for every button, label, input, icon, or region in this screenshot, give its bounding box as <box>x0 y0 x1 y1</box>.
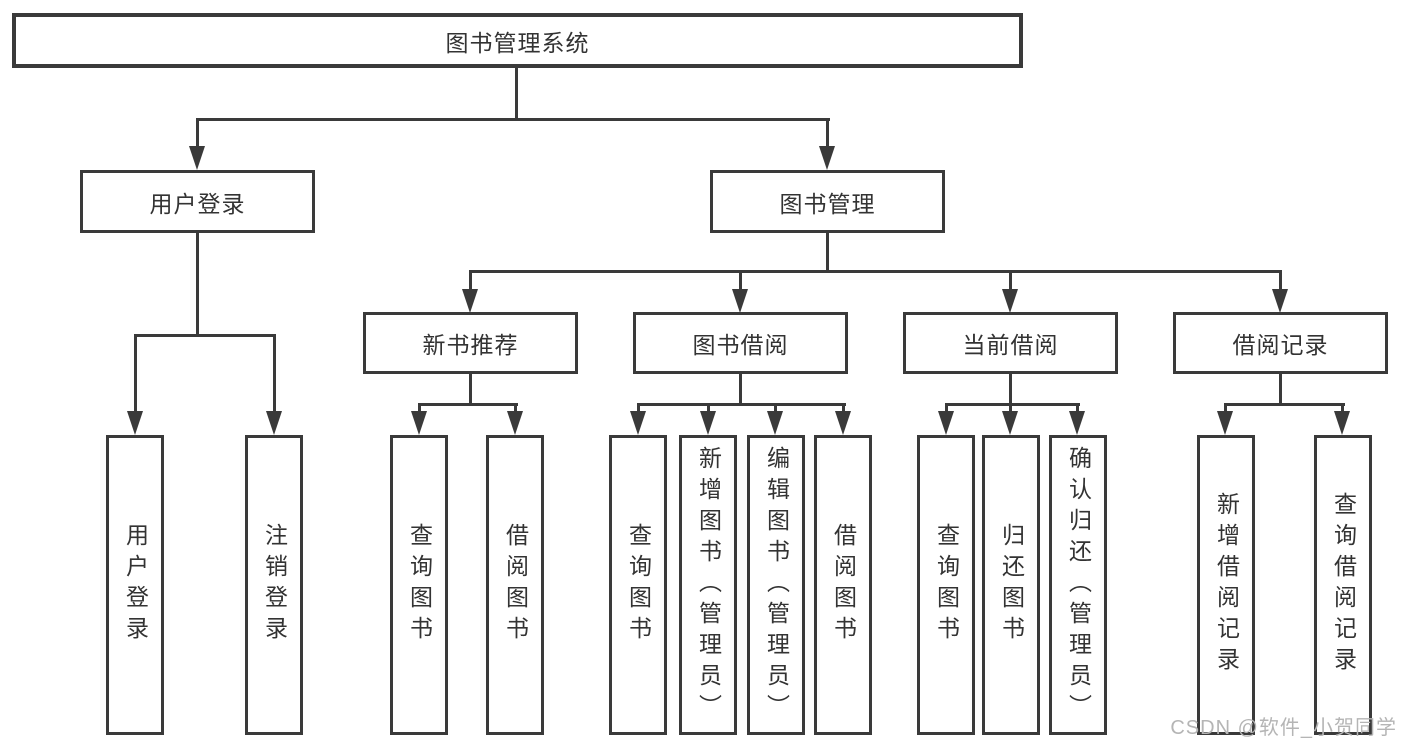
arrow-down-icon <box>835 411 851 435</box>
arrow-down-icon <box>819 146 835 170</box>
connector-to-leaf <box>514 403 517 413</box>
connector-root-stem <box>515 68 518 121</box>
connector-br-stem <box>1279 374 1282 406</box>
leaf-logout: 注销登录 <box>245 435 303 735</box>
connector-to-l3 <box>1279 270 1282 291</box>
arrow-down-icon <box>1272 289 1288 313</box>
connector-to-l3 <box>1009 270 1012 291</box>
connector-to-leaf <box>418 403 421 413</box>
connector-to-leaf <box>1224 403 1227 413</box>
connector-book-mgmt-split <box>469 270 1282 273</box>
connector-to-leaf <box>1076 403 1079 413</box>
connector-nbr-split <box>418 403 518 406</box>
arrow-down-icon <box>700 411 716 435</box>
arrow-down-icon <box>411 411 427 435</box>
leaf-add-book-admin: 新增图书（管理员） <box>679 435 737 735</box>
connector-to-book-mgmt <box>826 118 829 148</box>
node-current-borrow: 当前借阅 <box>903 312 1118 374</box>
node-root: 图书管理系统 <box>12 13 1023 68</box>
connector-to-leaf <box>945 403 948 413</box>
arrow-down-icon <box>1334 411 1350 435</box>
connector-to-leaf <box>842 403 845 413</box>
leaf-borrow-books: 借阅图书 <box>486 435 544 735</box>
connector-root-split <box>196 118 830 121</box>
connector-to-user-login <box>196 118 199 148</box>
connector-cb-split <box>945 403 1080 406</box>
arrow-down-icon <box>1217 411 1233 435</box>
leaf-borrow-books: 借阅图书 <box>814 435 872 735</box>
leaf-query-borrow-record: 查询借阅记录 <box>1314 435 1372 735</box>
arrow-down-icon <box>1002 289 1018 313</box>
connector-to-leaf <box>707 403 710 413</box>
leaf-query-books: 查询图书 <box>390 435 448 735</box>
connector-to-leaf <box>1009 403 1012 413</box>
arrow-down-icon <box>127 411 143 435</box>
connector-to-leaf <box>774 403 777 413</box>
arrow-down-icon <box>507 411 523 435</box>
connector-nbr-stem <box>469 374 472 406</box>
leaf-edit-book-admin: 编辑图书（管理员） <box>747 435 805 735</box>
arrow-down-icon <box>938 411 954 435</box>
connector-book-mgmt-stem <box>826 233 829 273</box>
arrow-down-icon <box>266 411 282 435</box>
leaf-add-borrow-record: 新增借阅记录 <box>1197 435 1255 735</box>
leaf-return-books: 归还图书 <box>982 435 1040 735</box>
connector-to-leaf <box>1341 403 1344 413</box>
connector-br-split <box>1224 403 1345 406</box>
arrow-down-icon <box>767 411 783 435</box>
leaf-query-books: 查询图书 <box>917 435 975 735</box>
connector-to-leaf <box>134 334 137 413</box>
arrow-down-icon <box>1069 411 1085 435</box>
node-user-login: 用户登录 <box>80 170 315 233</box>
leaf-query-books: 查询图书 <box>609 435 667 735</box>
node-book-management: 图书管理 <box>710 170 945 233</box>
leaf-confirm-return-admin: 确认归还（管理员） <box>1049 435 1107 735</box>
connector-to-l3 <box>739 270 742 291</box>
arrow-down-icon <box>732 289 748 313</box>
connector-to-leaf <box>273 334 276 413</box>
node-book-borrow: 图书借阅 <box>633 312 848 374</box>
connector-bb-split <box>637 403 846 406</box>
connector-bb-stem <box>739 374 742 406</box>
arrow-down-icon <box>1002 411 1018 435</box>
arrow-down-icon <box>462 289 478 313</box>
csdn-watermark: CSDN @软件_小贺同学 <box>1170 717 1397 739</box>
arrow-down-icon <box>630 411 646 435</box>
leaf-user-login: 用户登录 <box>106 435 164 735</box>
node-borrow-records: 借阅记录 <box>1173 312 1388 374</box>
connector-to-l3 <box>469 270 472 291</box>
connector-cb-stem <box>1009 374 1012 406</box>
connector-user-login-split <box>134 334 276 337</box>
arrow-down-icon <box>189 146 205 170</box>
node-new-book-recommend: 新书推荐 <box>363 312 578 374</box>
connector-to-leaf <box>637 403 640 413</box>
connector-user-login-stem <box>196 233 199 337</box>
